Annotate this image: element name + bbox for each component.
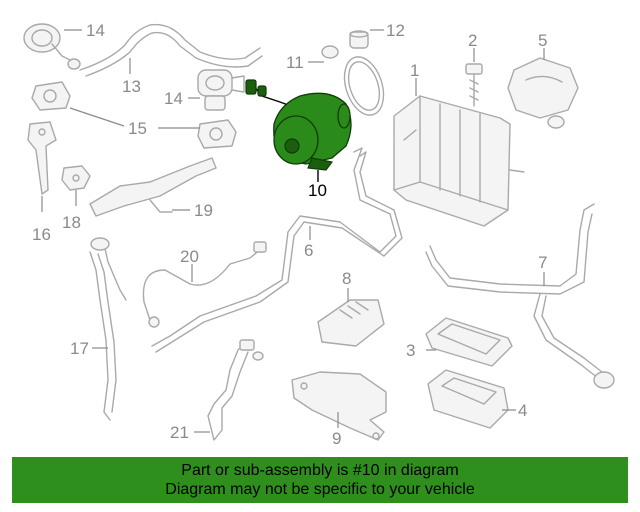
- part-11-gasket: [321, 45, 385, 116]
- part-13-hose: [79, 23, 263, 77]
- callout-11: 11: [286, 53, 304, 72]
- part-7-hose: [425, 203, 615, 389]
- callout-1: 1: [410, 61, 419, 80]
- part-16-bracket: [27, 121, 57, 195]
- part-9-bracket-plate: [291, 371, 387, 441]
- part-5-valve: [507, 57, 579, 129]
- callout-6: 6: [304, 241, 313, 260]
- callout-8: 8: [342, 269, 351, 288]
- parts-diagram: 14 13 14 15 16 18 19: [23, 21, 615, 448]
- part-15-gasket-left: [31, 81, 71, 111]
- banner-line-1: Part or sub-assembly is #10 in diagram: [181, 462, 459, 479]
- part-3-tray: [425, 317, 513, 367]
- callout-5: 5: [538, 31, 547, 50]
- callout-21: 21: [170, 423, 189, 442]
- part-17-pipe: [89, 237, 127, 421]
- part-20-sensor-wire: [142, 241, 267, 328]
- callout-17: 17: [70, 339, 89, 358]
- callout-15: 15: [128, 119, 147, 138]
- callout-10: 10: [308, 181, 327, 200]
- callout-13: 13: [122, 77, 141, 96]
- part-19-bracket: [89, 157, 217, 217]
- part-18-clip: [61, 165, 91, 191]
- part-1-canister: [393, 95, 525, 227]
- part-14-valve-top: [23, 23, 81, 70]
- part-6-line: [151, 147, 403, 353]
- callout-20: 20: [180, 247, 199, 266]
- callout-18: 18: [62, 213, 81, 232]
- callout-12: 12: [386, 21, 405, 40]
- part-10-pump-highlighted[interactable]: [245, 79, 352, 171]
- callout-2: 2: [468, 31, 477, 50]
- part-2-bolt: [465, 63, 483, 107]
- part-14-valve-middle: [197, 69, 245, 111]
- info-banner: Part or sub-assembly is #10 in diagram D…: [12, 457, 628, 503]
- part-4-box: [427, 369, 509, 429]
- part-15-gasket-right: [197, 119, 237, 149]
- callout-19: 19: [194, 201, 213, 220]
- callout-14-top: 14: [86, 21, 105, 40]
- callout-16: 16: [32, 225, 51, 244]
- callout-4: 4: [518, 401, 527, 420]
- banner-line-2: Diagram may not be specific to your vehi…: [165, 481, 475, 498]
- callout-9: 9: [332, 429, 341, 448]
- callout-3: 3: [406, 341, 415, 360]
- part-21-sensor: [207, 339, 264, 441]
- part-12-grommet: [349, 30, 369, 49]
- part-8-module: [317, 299, 385, 347]
- callout-7: 7: [538, 253, 547, 272]
- callout-14-middle: 14: [164, 89, 183, 108]
